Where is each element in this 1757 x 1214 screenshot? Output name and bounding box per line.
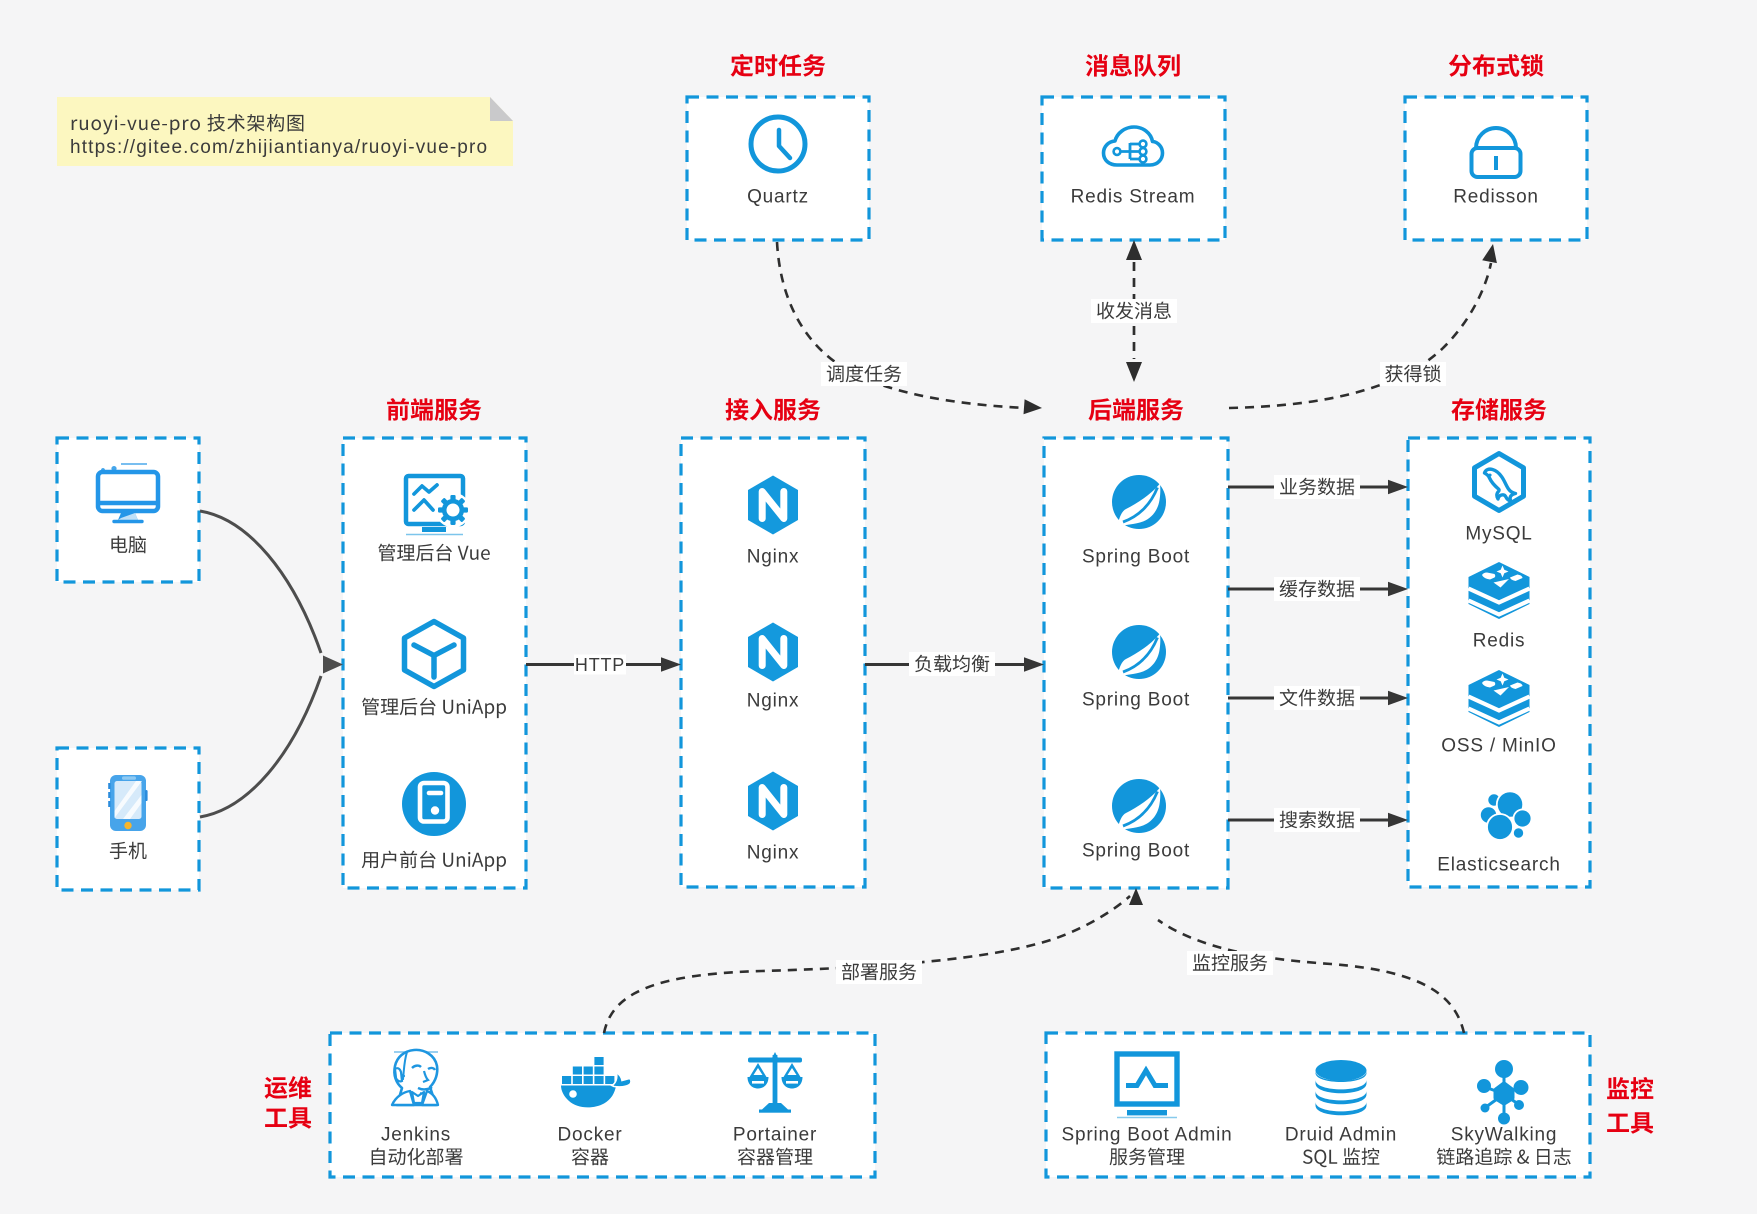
svg-text:Redis Stream: Redis Stream (1071, 187, 1196, 208)
svg-text:Docker: Docker (558, 1125, 623, 1146)
svg-text:Redis: Redis (1473, 631, 1526, 652)
svg-text:HTTP: HTTP (575, 655, 625, 675)
svg-text:Nginx: Nginx (747, 843, 800, 864)
svg-text:Jenkins: Jenkins (381, 1125, 451, 1146)
svg-text:Quartz: Quartz (747, 187, 809, 208)
svg-text:Portainer: Portainer (733, 1125, 817, 1146)
svg-text:Redisson: Redisson (1453, 187, 1539, 208)
svg-text:Druid Admin: Druid Admin (1285, 1125, 1397, 1146)
svg-text:Spring Boot: Spring Boot (1082, 690, 1190, 711)
svg-text:Nginx: Nginx (747, 547, 800, 568)
svg-text:Spring Boot Admin: Spring Boot Admin (1062, 1125, 1233, 1146)
svg-text:Elasticsearch: Elasticsearch (1437, 855, 1560, 876)
svg-text:MySQL: MySQL (1465, 524, 1532, 545)
svg-text:https://gitee.com/zhijiantiany: https://gitee.com/zhijiantianya/ruoyi-vu… (70, 137, 488, 158)
svg-text:Spring Boot: Spring Boot (1082, 841, 1190, 862)
svg-text:Spring Boot: Spring Boot (1082, 547, 1190, 568)
svg-text:OSS / MinIO: OSS / MinIO (1441, 736, 1556, 757)
svg-text:SkyWalking: SkyWalking (1451, 1125, 1558, 1146)
svg-text:Nginx: Nginx (747, 691, 800, 712)
